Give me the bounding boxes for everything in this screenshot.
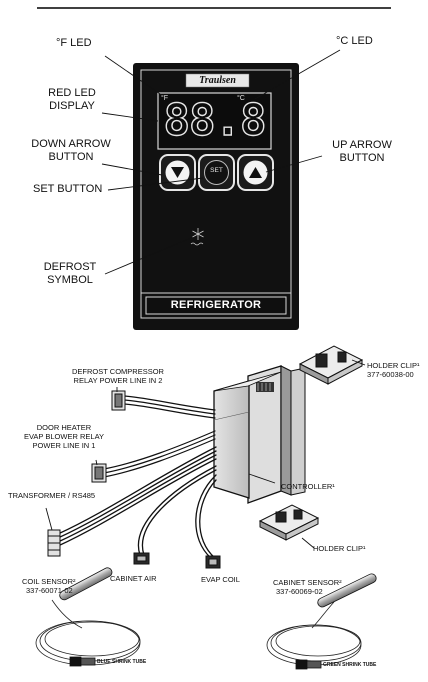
defrost-compressor-label: DEFROST COMPRESSOR RELAY POWER LINE IN 2 bbox=[72, 367, 164, 385]
door-heater-label: DOOR HEATER EVAP BLOWER RELAY POWER LINE… bbox=[23, 423, 105, 450]
brand-plate bbox=[185, 73, 250, 88]
green-shrink-tube-label: GREEN SHRINK TUBE bbox=[323, 662, 377, 668]
cabinet-sensor-tube bbox=[295, 659, 322, 670]
f-led-callout: °F LED bbox=[56, 37, 92, 49]
set-button-circle bbox=[204, 160, 229, 185]
coil-sensor-part-number: 337-60071-02 bbox=[26, 586, 73, 595]
part-leader-lines bbox=[45, 359, 366, 549]
holder-clip-bottom-name: HOLDER CLIP¹ bbox=[313, 544, 366, 553]
wire-harness bbox=[57, 395, 217, 559]
evap-coil-connector bbox=[205, 555, 221, 569]
defrost-snowflake-icon bbox=[190, 228, 204, 246]
controller-label: CONTROLLER¹ bbox=[281, 482, 335, 491]
defrost-compressor-connector bbox=[111, 390, 126, 411]
coil-sensor-probe bbox=[59, 567, 113, 601]
red-led-display-callout: RED LED DISPLAY bbox=[48, 87, 96, 112]
set-button-callout: SET BUTTON bbox=[33, 183, 103, 195]
cabinet-sensor-part-number: 337-60069-02 bbox=[276, 587, 323, 596]
c-led-callout: °C LED bbox=[336, 35, 373, 47]
door-heater-connector bbox=[91, 463, 107, 483]
celsius-led: °C bbox=[237, 95, 245, 102]
up-arrow-icon bbox=[249, 167, 262, 178]
cabinet-air-label: CABINET AIR bbox=[110, 574, 157, 583]
set-button-label: SET bbox=[210, 167, 223, 174]
evap-coil-label: EVAP COIL bbox=[201, 575, 240, 584]
up-arrow-button-callout: UP ARROW BUTTON bbox=[332, 139, 392, 164]
controller-panel bbox=[133, 63, 299, 330]
cabinet-sensor-probe bbox=[317, 573, 377, 608]
brand-logo: Traulsen bbox=[199, 75, 236, 86]
led-display-readout: 88.8 bbox=[163, 95, 267, 146]
cabinet-air-connector bbox=[133, 552, 150, 565]
fahrenheit-led: °F bbox=[161, 95, 169, 102]
controller-housing bbox=[213, 365, 306, 504]
cabinet-sensor-cable bbox=[266, 601, 362, 666]
callout-lines bbox=[101, 49, 341, 275]
defrost-symbol-callout: DEFROST SYMBOL bbox=[43, 261, 97, 286]
transformer-label: TRANSFORMER / RS485 bbox=[8, 491, 96, 500]
holder-clip-top-part-number: 377-60038-00 bbox=[367, 370, 414, 379]
holder-clip-top-name: HOLDER CLIP¹ bbox=[367, 361, 420, 370]
down-arrow-button-callout: DOWN ARROW BUTTON bbox=[31, 138, 111, 163]
down-arrow-icon bbox=[171, 167, 184, 178]
refrigerator-label-box bbox=[145, 296, 287, 315]
transformer-connector bbox=[47, 529, 61, 557]
coil-sensor-tube bbox=[69, 656, 96, 667]
coil-sensor-name: COIL SENSOR² bbox=[22, 577, 76, 586]
holder-clip-bottom bbox=[258, 504, 320, 541]
coil-sensor-cable bbox=[35, 599, 141, 666]
holder-clip-top bbox=[298, 345, 364, 385]
cabinet-sensor-name: CABINET SENSOR² bbox=[273, 578, 342, 587]
refrigerator-label: REFRIGERATOR bbox=[170, 299, 262, 311]
blue-shrink-tube-label: BLUE SHRINK TUBE bbox=[97, 659, 147, 665]
